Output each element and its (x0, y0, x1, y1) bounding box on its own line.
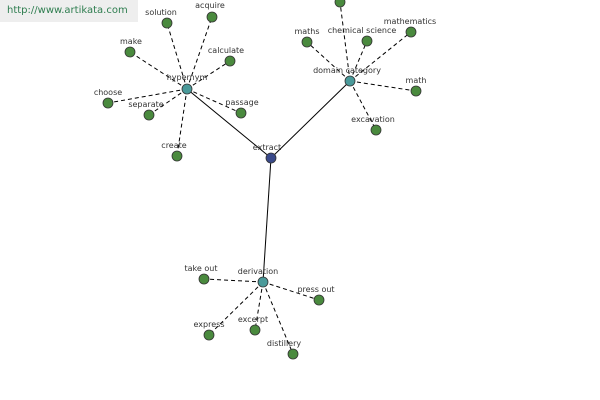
node-calculate[interactable] (224, 55, 236, 67)
label-make[interactable]: make (120, 37, 142, 46)
label-maths[interactable]: maths (294, 27, 319, 36)
label-distillery[interactable]: distillery (267, 339, 301, 348)
label-solution[interactable]: solution (145, 8, 177, 17)
site-url-label[interactable]: http://www.artikata.com (0, 0, 138, 22)
label-separate[interactable]: separate (128, 100, 163, 109)
edge-domain-mathematics (349, 31, 412, 82)
label-mathematics[interactable]: mathematics (384, 17, 436, 26)
label-center-extract[interactable]: extract (253, 143, 281, 152)
edge-hypernym-passage (186, 88, 242, 114)
node-create[interactable] (171, 150, 183, 162)
label-excavation[interactable]: excavation (351, 115, 395, 124)
node-take-out[interactable] (198, 273, 210, 285)
edge-derivation-express (208, 281, 264, 336)
node-maths[interactable] (301, 36, 313, 48)
edge-derivation-press-out (262, 281, 320, 301)
node-center-extract[interactable] (265, 152, 277, 164)
node-excerpt[interactable] (249, 324, 261, 336)
node-excavation[interactable] (370, 124, 382, 136)
edge-domain-chemical-science (349, 40, 368, 82)
edge-domain-excavation (349, 80, 377, 131)
edge-hypernym-calculate (186, 60, 231, 90)
graph-nodes (102, 0, 422, 360)
edge-center-derivation (262, 157, 272, 283)
node-chemical-science[interactable] (361, 35, 373, 47)
node-leaf-5[interactable] (334, 0, 346, 8)
edge-center-hypernym (186, 88, 272, 159)
edge-hypernym-solution (166, 22, 188, 90)
label-passage[interactable]: passage (225, 98, 258, 107)
label-derivation[interactable]: derivation (238, 267, 278, 276)
node-hypernym[interactable] (181, 83, 193, 95)
node-passage[interactable] (235, 107, 247, 119)
edge-hypernym-create (176, 88, 188, 157)
edge-hypernym-acquire (186, 16, 213, 90)
label-domain[interactable]: domain category (313, 66, 381, 75)
graph-edges (107, 1, 417, 355)
node-distillery[interactable] (287, 348, 299, 360)
label-express[interactable]: express (194, 320, 225, 329)
node-mathematics[interactable] (405, 26, 417, 38)
label-press-out[interactable]: press out (297, 285, 334, 294)
node-domain[interactable] (344, 75, 356, 87)
label-create[interactable]: create (161, 141, 186, 150)
edge-hypernym-make (129, 51, 188, 90)
graph-labels: solution acquire make calculate choose separa… (94, 1, 436, 348)
node-express[interactable] (203, 329, 215, 341)
edge-hypernym-separate (148, 88, 188, 116)
node-make[interactable] (124, 46, 136, 58)
label-acquire[interactable]: acquire (195, 1, 225, 10)
label-chemical-science[interactable]: chemical science (328, 26, 397, 35)
edge-hypernym-choose (107, 88, 188, 104)
edge-derivation-take-out (203, 278, 264, 283)
label-hypernym[interactable]: hypernym (167, 73, 208, 82)
label-excerpt[interactable]: excerpt (238, 315, 268, 324)
node-solution[interactable] (161, 17, 173, 29)
edge-domain-leaf-5 (339, 1, 351, 82)
node-math[interactable] (410, 85, 422, 97)
edge-derivation-excerpt (254, 281, 264, 331)
node-acquire[interactable] (206, 11, 218, 23)
label-take-out[interactable]: take out (185, 264, 218, 273)
node-separate[interactable] (143, 109, 155, 121)
label-math[interactable]: math (406, 76, 427, 85)
node-derivation[interactable] (257, 276, 269, 288)
edge-derivation-distillery (262, 281, 294, 355)
node-press-out[interactable] (313, 294, 325, 306)
label-choose[interactable]: choose (94, 88, 122, 97)
node-choose[interactable] (102, 97, 114, 109)
edge-domain-maths (306, 41, 351, 82)
edge-center-domain (270, 80, 351, 159)
label-calculate[interactable]: calculate (208, 46, 244, 55)
